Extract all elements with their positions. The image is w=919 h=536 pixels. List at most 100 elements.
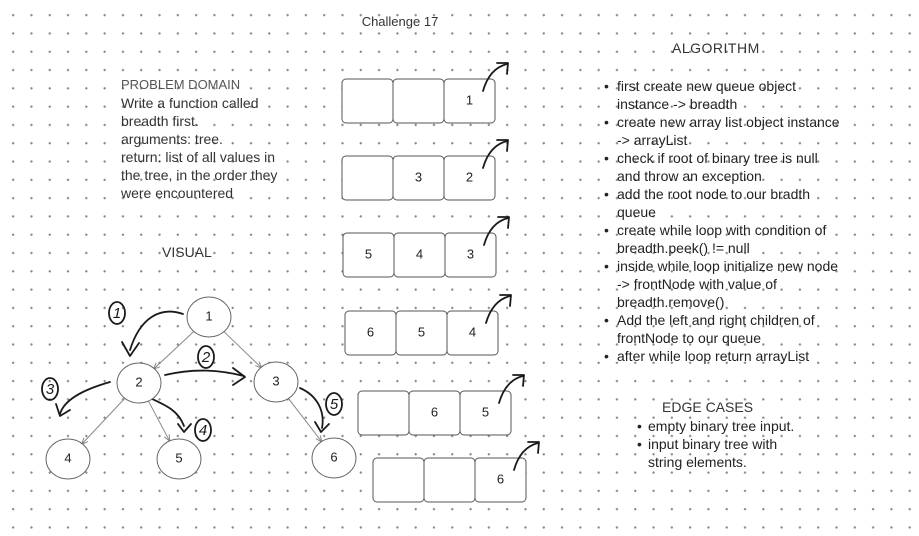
problem-line: Write a function called	[121, 95, 259, 111]
edge-cases-list: empty binary tree input. input binary tr…	[637, 417, 807, 471]
tree-node: 1	[186, 296, 232, 338]
queue-cell-value: 3	[415, 169, 422, 184]
dequeue-arrow-icon	[483, 217, 509, 246]
dequeue-arrow-icon	[485, 295, 511, 324]
order-mark-value: 2	[201, 349, 211, 366]
queue-cell	[443, 78, 496, 124]
tree-node: 5	[156, 438, 202, 480]
arrowhead-icon	[121, 341, 140, 357]
order-mark: 3	[41, 377, 59, 401]
order-mark-circle	[197, 345, 215, 369]
queue-cell	[459, 390, 512, 436]
problem-domain: PROBLEM DOMAIN Write a function called b…	[121, 76, 321, 202]
arrowhead-icon	[496, 62, 509, 75]
traversal-order-marks: 1 2 3 4 5	[41, 301, 343, 442]
queue-row: 6	[372, 441, 540, 503]
arrowhead-icon	[512, 374, 525, 387]
page-title: Challenge 17	[361, 14, 439, 29]
order-mark: 2	[197, 345, 215, 369]
traversal-arrow-icon	[129, 310, 184, 351]
queue-cell-value: 4	[469, 324, 476, 339]
queue-row: 6 5 4	[344, 294, 512, 356]
queue-cell-value: 2	[466, 169, 473, 184]
tree-node: 6	[311, 437, 357, 479]
algorithm-heading: ALGORITHM	[672, 40, 760, 56]
problem-line: were encountered	[121, 185, 234, 201]
edge-case-item: empty binary tree input.	[637, 417, 807, 435]
queue-cell	[446, 310, 499, 356]
queue-cell	[423, 457, 476, 503]
queue-cell-value: 6	[431, 404, 438, 419]
dequeue-arrow-icon	[482, 63, 508, 92]
algorithm-step: after while loop return arrayList	[604, 347, 844, 365]
tree-nodes: 1 2 3 4 5 6	[45, 296, 357, 480]
traversal-arrows	[55, 310, 330, 433]
queue-cell-value: 6	[497, 471, 504, 486]
algorithm-step: create while loop with condition of brea…	[604, 221, 844, 257]
queue-cell-value: 5	[365, 246, 372, 261]
order-mark-value: 5	[330, 396, 339, 413]
arrowhead-icon	[496, 139, 509, 152]
order-mark-value: 4	[199, 422, 207, 439]
edge-case-item: input binary tree with string elements.	[637, 435, 807, 471]
queue-cell-value: 6	[367, 324, 374, 339]
order-mark: 5	[325, 392, 343, 416]
queue-cell	[443, 155, 496, 201]
arrowhead-icon	[527, 441, 540, 454]
queue-cell	[372, 457, 425, 503]
tree-edge	[222, 330, 263, 369]
dequeue-arrow-icon	[498, 375, 524, 404]
problem-line: breadth first.	[121, 113, 199, 129]
dequeue-arrow-icon	[482, 140, 508, 169]
queue-cell	[444, 232, 497, 278]
algorithm-step: create new array list object instance ->…	[604, 113, 844, 149]
visual-heading: VISUAL	[162, 244, 212, 260]
tree-node-circle	[311, 437, 357, 479]
tree-edge	[287, 397, 323, 443]
tree-node-value: 6	[330, 449, 337, 464]
tree-node-value: 5	[175, 450, 182, 465]
queue-cell	[474, 457, 527, 503]
arrowhead-icon	[314, 421, 330, 433]
order-mark-value: 1	[113, 305, 121, 322]
tree-edge	[81, 397, 126, 445]
algorithm-steps: first create new queue object instance -…	[604, 77, 844, 365]
tree-edges	[80, 330, 323, 446]
order-mark-circle	[325, 392, 343, 416]
arrowhead-icon	[232, 367, 246, 386]
tree-node-value: 2	[135, 374, 142, 389]
order-mark-circle	[194, 418, 212, 442]
tree-node: 3	[253, 361, 299, 403]
problem-line: the tree, in the order they	[121, 167, 278, 183]
order-mark-value: 3	[46, 381, 55, 398]
traversal-arrow-icon	[299, 387, 324, 429]
tree-edge	[147, 400, 171, 442]
queue-cell-value: 3	[467, 246, 474, 261]
tree-edge	[153, 330, 195, 370]
algorithm-step: inside while loop initialize new node ->…	[604, 257, 844, 311]
tree-node-circle	[156, 438, 202, 480]
problem-domain-heading: PROBLEM DOMAIN	[121, 77, 241, 92]
tree-node-circle	[116, 362, 162, 404]
tree-node-circle	[186, 296, 232, 338]
order-mark-circle	[41, 377, 59, 401]
queue-cell-value: 1	[466, 92, 473, 107]
tree-node: 4	[45, 438, 91, 480]
tree-node-circle	[45, 438, 91, 480]
queue-row: 1	[341, 62, 509, 124]
tree-node-value: 3	[272, 373, 279, 388]
dequeue-arrow-icon	[513, 442, 539, 471]
problem-line: return: list of all values in	[121, 149, 276, 165]
tree-node: 2	[116, 362, 162, 404]
arrowhead-icon	[55, 403, 71, 417]
order-mark: 4	[194, 418, 212, 442]
order-mark: 1	[108, 301, 126, 325]
queue-cell-value: 5	[418, 324, 425, 339]
order-mark-circle	[108, 301, 126, 325]
traversal-arrow-icon	[149, 397, 185, 427]
algorithm-step: Add the left and right children of front…	[604, 311, 844, 347]
arrowhead-icon	[177, 423, 192, 433]
queue-cell	[357, 390, 410, 436]
